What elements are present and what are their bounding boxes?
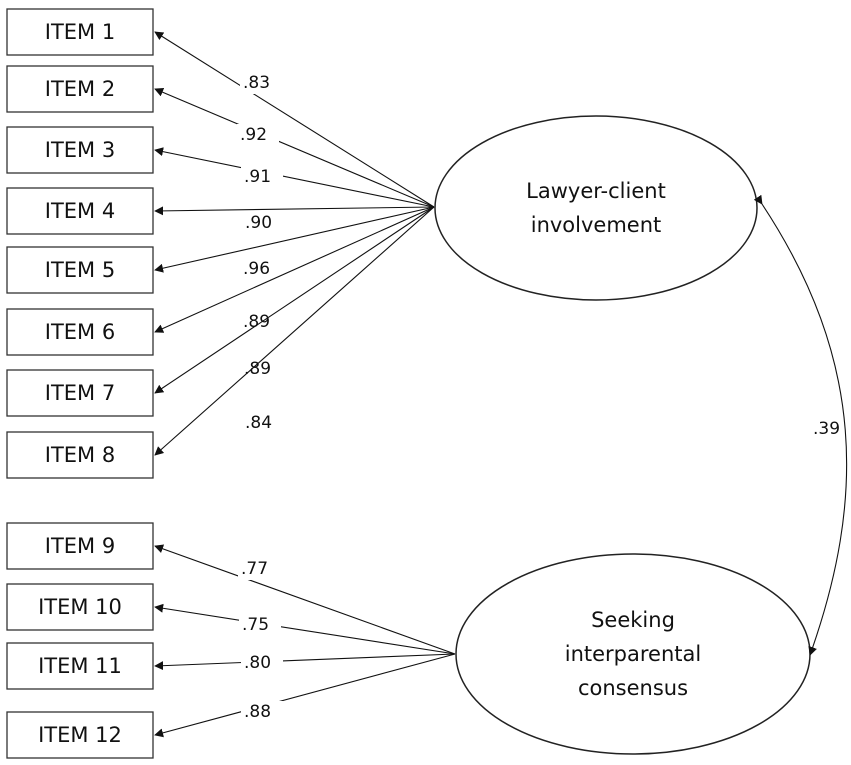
loading-label: .84 bbox=[245, 413, 272, 433]
loading-label-bg bbox=[242, 412, 284, 434]
loading-arrow bbox=[154, 206, 435, 216]
item-label: ITEM 6 bbox=[45, 320, 115, 344]
loading-label: .89 bbox=[244, 359, 271, 379]
item-label: ITEM 7 bbox=[45, 381, 115, 405]
loading-arrow bbox=[154, 206, 435, 333]
loading-label: .92 bbox=[240, 125, 267, 145]
loading-label: .88 bbox=[244, 702, 271, 722]
item-label: ITEM 3 bbox=[45, 138, 115, 162]
loading-label-bg bbox=[238, 558, 280, 580]
item-box bbox=[6, 583, 154, 631]
item-label: ITEM 5 bbox=[45, 258, 115, 282]
loading-arrow bbox=[154, 147, 435, 208]
item-box bbox=[6, 369, 154, 417]
loading-label: .89 bbox=[243, 312, 270, 332]
loading-arrow bbox=[154, 603, 456, 655]
factor-label-line: consensus bbox=[578, 676, 688, 700]
loading-paths: .83 .92 .91 .90 .96 .89 .89 .84 .77 .75 .80 .88 bbox=[154, 31, 456, 738]
loading-label-bg bbox=[240, 72, 282, 94]
item-label: ITEM 12 bbox=[38, 723, 122, 747]
loading-label-bg bbox=[241, 701, 283, 723]
loading-arrow bbox=[154, 653, 456, 738]
loading-label-bg bbox=[237, 124, 279, 146]
loading-label: .77 bbox=[241, 559, 268, 579]
covariance-label: .39 bbox=[813, 419, 840, 439]
item-box bbox=[6, 431, 154, 479]
loading-label: .96 bbox=[243, 259, 270, 279]
loading-arrow bbox=[154, 31, 435, 208]
loading-label-bg bbox=[239, 614, 281, 636]
indicator-items: ITEM 1 ITEM 2 ITEM 3 ITEM 4 ITEM 5 ITEM 6 ITEM… bbox=[6, 8, 154, 759]
loading-label: .80 bbox=[244, 653, 271, 673]
item-label: ITEM 8 bbox=[45, 443, 115, 467]
item-label: ITEM 9 bbox=[45, 534, 115, 558]
covariance-arrow bbox=[753, 194, 848, 656]
factor-label-line: Lawyer-client bbox=[526, 179, 666, 203]
item-box bbox=[6, 126, 154, 174]
item-box bbox=[6, 65, 154, 113]
item-label: ITEM 4 bbox=[45, 199, 115, 223]
item-box bbox=[6, 187, 154, 235]
item-box bbox=[6, 308, 154, 356]
loading-label: .83 bbox=[243, 73, 270, 93]
item-label: ITEM 10 bbox=[38, 595, 122, 619]
item-label: ITEM 2 bbox=[45, 77, 115, 101]
item-box bbox=[6, 8, 154, 56]
loading-label: .91 bbox=[244, 167, 271, 187]
loading-arrow bbox=[154, 544, 456, 655]
factor-label-line: involvement bbox=[531, 213, 662, 237]
loading-arrow bbox=[154, 206, 435, 273]
loading-arrow bbox=[154, 206, 435, 394]
loading-arrow bbox=[154, 88, 435, 208]
item-box bbox=[6, 711, 154, 759]
item-label: ITEM 11 bbox=[38, 654, 122, 678]
loading-label-bg bbox=[240, 258, 282, 280]
loading-label: .75 bbox=[242, 615, 269, 635]
loading-label-bg bbox=[241, 358, 283, 380]
loading-label-bg bbox=[242, 212, 284, 234]
loading-arrow bbox=[154, 653, 456, 671]
factor-label-line: Seeking bbox=[591, 608, 675, 632]
item-label: ITEM 1 bbox=[45, 20, 115, 44]
factor-label-line: interparental bbox=[565, 642, 701, 666]
item-box bbox=[6, 522, 154, 570]
loading-arrow bbox=[154, 206, 435, 456]
factor-lawyer-client-involvement bbox=[434, 115, 758, 301]
item-box bbox=[6, 642, 154, 690]
loading-label-bg bbox=[241, 166, 283, 188]
loading-label: .90 bbox=[245, 213, 272, 233]
item-box bbox=[6, 246, 154, 294]
loading-label-bg bbox=[241, 652, 283, 674]
